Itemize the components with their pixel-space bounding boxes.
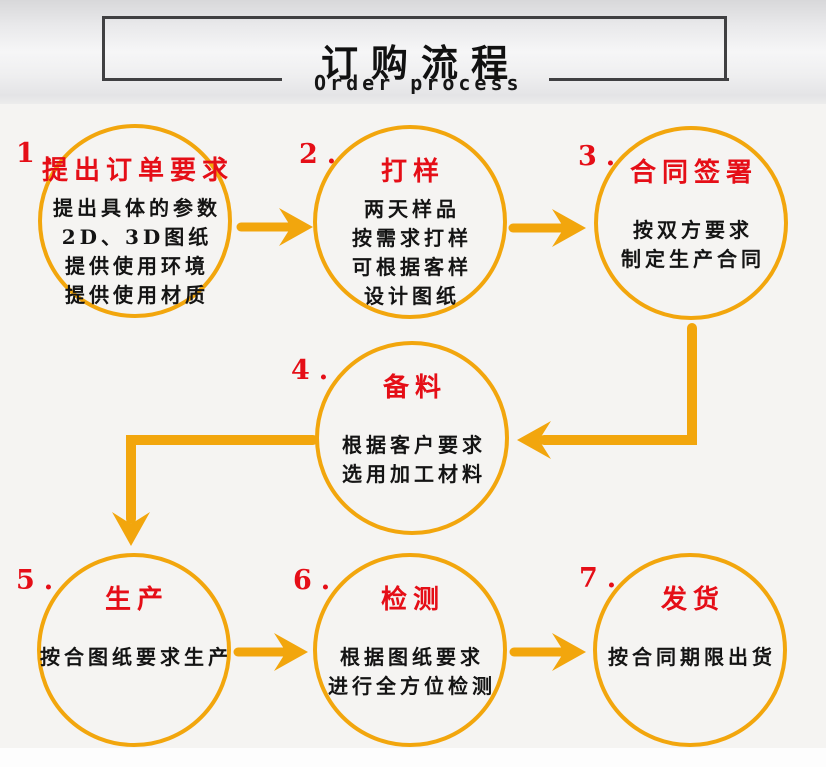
page-subtitle: Order process: [314, 71, 523, 95]
step-line: 根据客户要求: [342, 433, 486, 457]
step-number-7: 7.: [579, 563, 626, 594]
step-body-3: 按双方要求 制定生产合同: [617, 216, 765, 274]
step-line: 提供使用环境: [65, 254, 209, 278]
step-circle-material-preparation: 备料 根据客户要求 选用加工材料: [315, 341, 509, 535]
header-bottom-line-left: [102, 78, 282, 81]
step-number-5: 5.: [16, 565, 63, 596]
step-title-3: 合同签署: [629, 158, 758, 188]
step-body-1: 提出具体的参数 2D、3D图纸 提供使用环境 提供使用材质: [49, 194, 221, 310]
step-body-4: 根据客户要求 选用加工材料: [338, 431, 486, 489]
step-number-1: 1.: [16, 138, 63, 169]
bottom-strip: [0, 748, 826, 767]
step-line: 2D、3D图纸: [61, 225, 213, 249]
step-line: 提供使用材质: [65, 283, 209, 307]
step-body-2: 两天样品 按需求打样 可根据客样 设计图纸: [348, 195, 472, 311]
step-title-6: 检测: [380, 585, 445, 615]
step-title-2: 打样: [380, 157, 445, 187]
step-body-5: 按合图纸要求生产: [36, 643, 232, 672]
arrow-step3-to-step4: [517, 323, 697, 459]
step-number-3: 3.: [578, 141, 625, 172]
step-line: 设计图纸: [364, 284, 460, 308]
step-body-7: 按合同期限出货: [604, 643, 776, 672]
step-line: 制定生产合同: [621, 247, 765, 271]
step-circle-contract-signing: 合同签署 按双方要求 制定生产合同: [594, 126, 788, 320]
header-box: 订购流程: [102, 16, 727, 85]
step-line: 提出具体的参数: [53, 196, 221, 220]
step-line: 可根据客样: [352, 255, 472, 279]
arrow-step1-to-step2: [236, 208, 313, 246]
step-number-2: 2.: [299, 139, 346, 170]
step-circle-shipping: 发货 按合同期限出货: [593, 553, 787, 747]
step-circle-inspection: 检测 根据图纸要求 进行全方位检测: [313, 553, 507, 747]
step-line: 进行全方位检测: [328, 674, 496, 698]
step-circle-production: 生产 按合图纸要求生产: [37, 553, 231, 747]
arrow-step2-to-step3: [508, 209, 586, 247]
step-body-6: 根据图纸要求 进行全方位检测: [324, 643, 496, 701]
step-circle-order-request: 提出订单要求 提出具体的参数 2D、3D图纸 提供使用环境 提供使用材质: [38, 124, 232, 318]
step-circle-sampling: 打样 两天样品 按需求打样 可根据客样 设计图纸: [313, 125, 507, 319]
step-line: 按合图纸要求生产: [40, 645, 232, 669]
arrow-step6-to-step7: [509, 633, 586, 671]
step-line: 选用加工材料: [342, 462, 486, 486]
header-bottom-line-right: [549, 78, 729, 81]
step-line: 按合同期限出货: [608, 645, 776, 669]
step-title-7: 发货: [660, 585, 725, 615]
step-title-4: 备料: [382, 373, 447, 403]
step-line: 按双方要求: [633, 218, 753, 242]
step-line: 按需求打样: [352, 226, 472, 250]
step-line: 两天样品: [364, 197, 460, 221]
arrow-step4-to-step5: [112, 435, 318, 546]
step-title-1: 提出订单要求: [42, 156, 235, 186]
step-line: 根据图纸要求: [340, 645, 484, 669]
step-number-6: 6.: [293, 565, 340, 596]
page-title: 订购流程: [321, 41, 521, 85]
arrow-step5-to-step6: [233, 633, 308, 671]
step-number-4: 4.: [291, 355, 338, 386]
step-title-5: 生产: [104, 585, 169, 615]
